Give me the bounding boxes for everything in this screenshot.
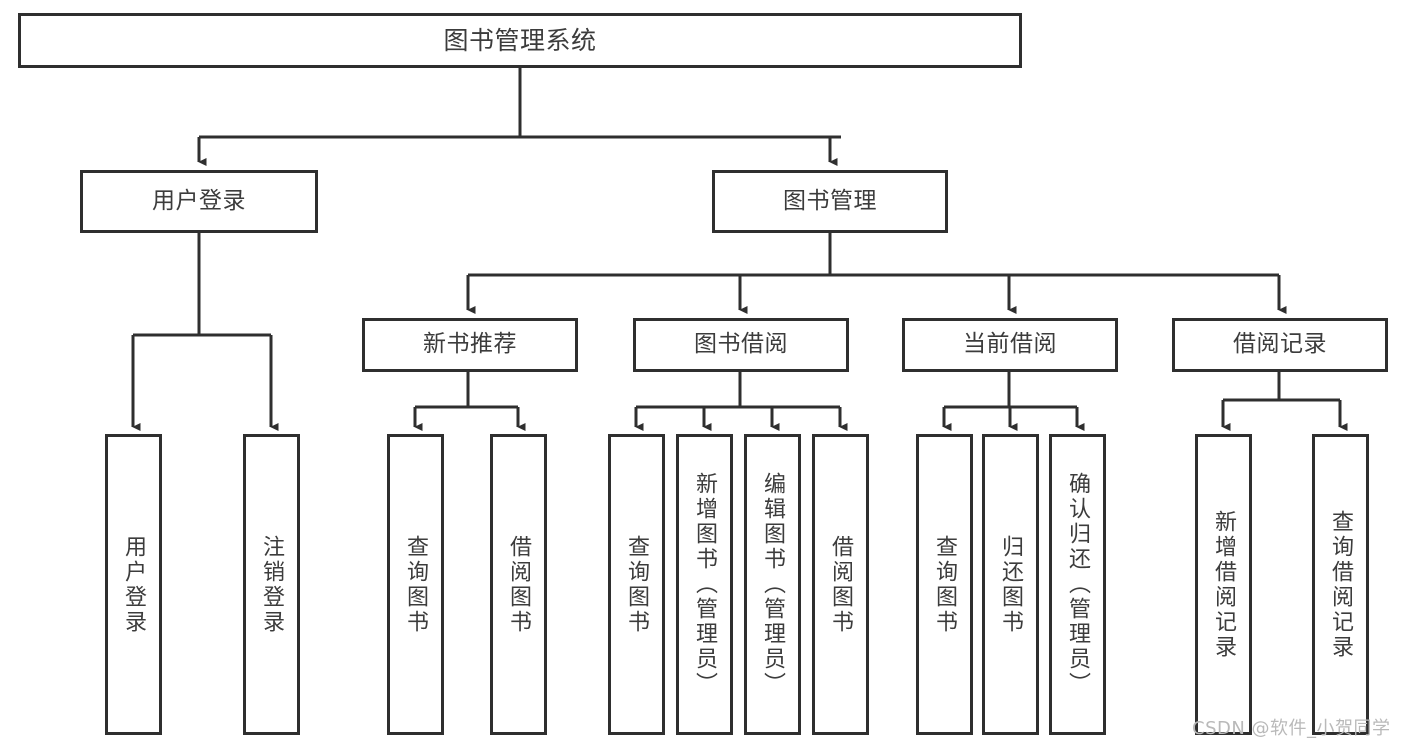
node-book-borrow-label: 图书借阅 [694,331,788,358]
leaf-borrow-borrow-book-label: 借阅图书 [828,534,854,635]
node-user-login-label: 用户登录 [152,187,246,214]
leaf-user-login-signin-label: 用户登录 [121,534,147,635]
leaf-current-query-book-label: 查询图书 [932,534,958,635]
node-new-book-recommend-label: 新书推荐 [423,331,517,358]
leaf-record-add[interactable]: 新增借阅记录 [1195,434,1252,735]
leaf-borrow-query-book-label: 查询图书 [624,534,650,635]
leaf-borrow-add-book[interactable]: 新增图书（管理员） [676,434,733,735]
leaf-record-add-label: 新增借阅记录 [1211,509,1237,660]
leaf-current-confirm-return-label: 确认归还（管理员） [1065,472,1091,697]
node-book-management[interactable]: 图书管理 [712,170,948,233]
leaf-current-return-book-label: 归还图书 [998,534,1024,635]
csdn-watermark: CSDN @软件_小贺同学 [1192,718,1391,739]
node-current-borrow-label: 当前借阅 [963,331,1057,358]
leaf-current-confirm-return[interactable]: 确认归还（管理员） [1049,434,1106,735]
node-new-book-recommend[interactable]: 新书推荐 [362,318,578,372]
leaf-borrow-edit-book[interactable]: 编辑图书（管理员） [744,434,801,735]
leaf-user-login-signout-label: 注销登录 [259,534,285,635]
leaf-borrow-edit-book-label: 编辑图书（管理员） [760,472,786,697]
leaf-borrow-query-book[interactable]: 查询图书 [608,434,665,735]
leaf-current-query-book[interactable]: 查询图书 [916,434,973,735]
leaf-new-book-borrow-label: 借阅图书 [506,534,532,635]
leaf-new-book-borrow[interactable]: 借阅图书 [490,434,547,735]
leaf-current-return-book[interactable]: 归还图书 [982,434,1039,735]
node-root-system[interactable]: 图书管理系统 [18,13,1022,68]
leaf-user-login-signin[interactable]: 用户登录 [105,434,162,735]
node-root-system-label: 图书管理系统 [443,25,597,55]
leaf-new-book-query-label: 查询图书 [403,534,429,635]
leaf-borrow-borrow-book[interactable]: 借阅图书 [812,434,869,735]
leaf-record-query[interactable]: 查询借阅记录 [1312,434,1369,735]
leaf-new-book-query[interactable]: 查询图书 [387,434,444,735]
leaf-borrow-add-book-label: 新增图书（管理员） [692,472,718,697]
leaf-record-query-label: 查询借阅记录 [1328,509,1354,660]
node-book-management-label: 图书管理 [783,187,877,214]
node-borrow-record[interactable]: 借阅记录 [1172,318,1388,372]
node-current-borrow[interactable]: 当前借阅 [902,318,1118,372]
node-user-login[interactable]: 用户登录 [80,170,318,233]
node-book-borrow[interactable]: 图书借阅 [633,318,849,372]
leaf-user-login-signout[interactable]: 注销登录 [243,434,300,735]
node-borrow-record-label: 借阅记录 [1233,331,1327,358]
